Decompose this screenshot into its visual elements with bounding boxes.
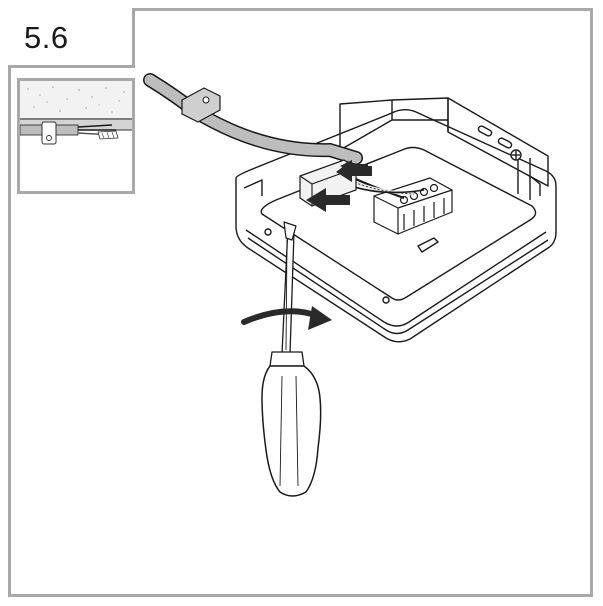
step-number-box: 5.6 xyxy=(8,8,135,68)
diagram-frame xyxy=(8,8,593,597)
rotate-arrow-icon xyxy=(241,306,332,330)
ceiling-cable-detail-inset xyxy=(17,78,135,194)
direction-arrows xyxy=(306,160,372,212)
screwdriver-icon xyxy=(261,221,322,497)
arrow-left-icon xyxy=(306,188,350,212)
ceiling-cable-detail-icon xyxy=(20,81,132,145)
supply-cable xyxy=(143,73,425,207)
step-number: 5.6 xyxy=(24,20,69,55)
